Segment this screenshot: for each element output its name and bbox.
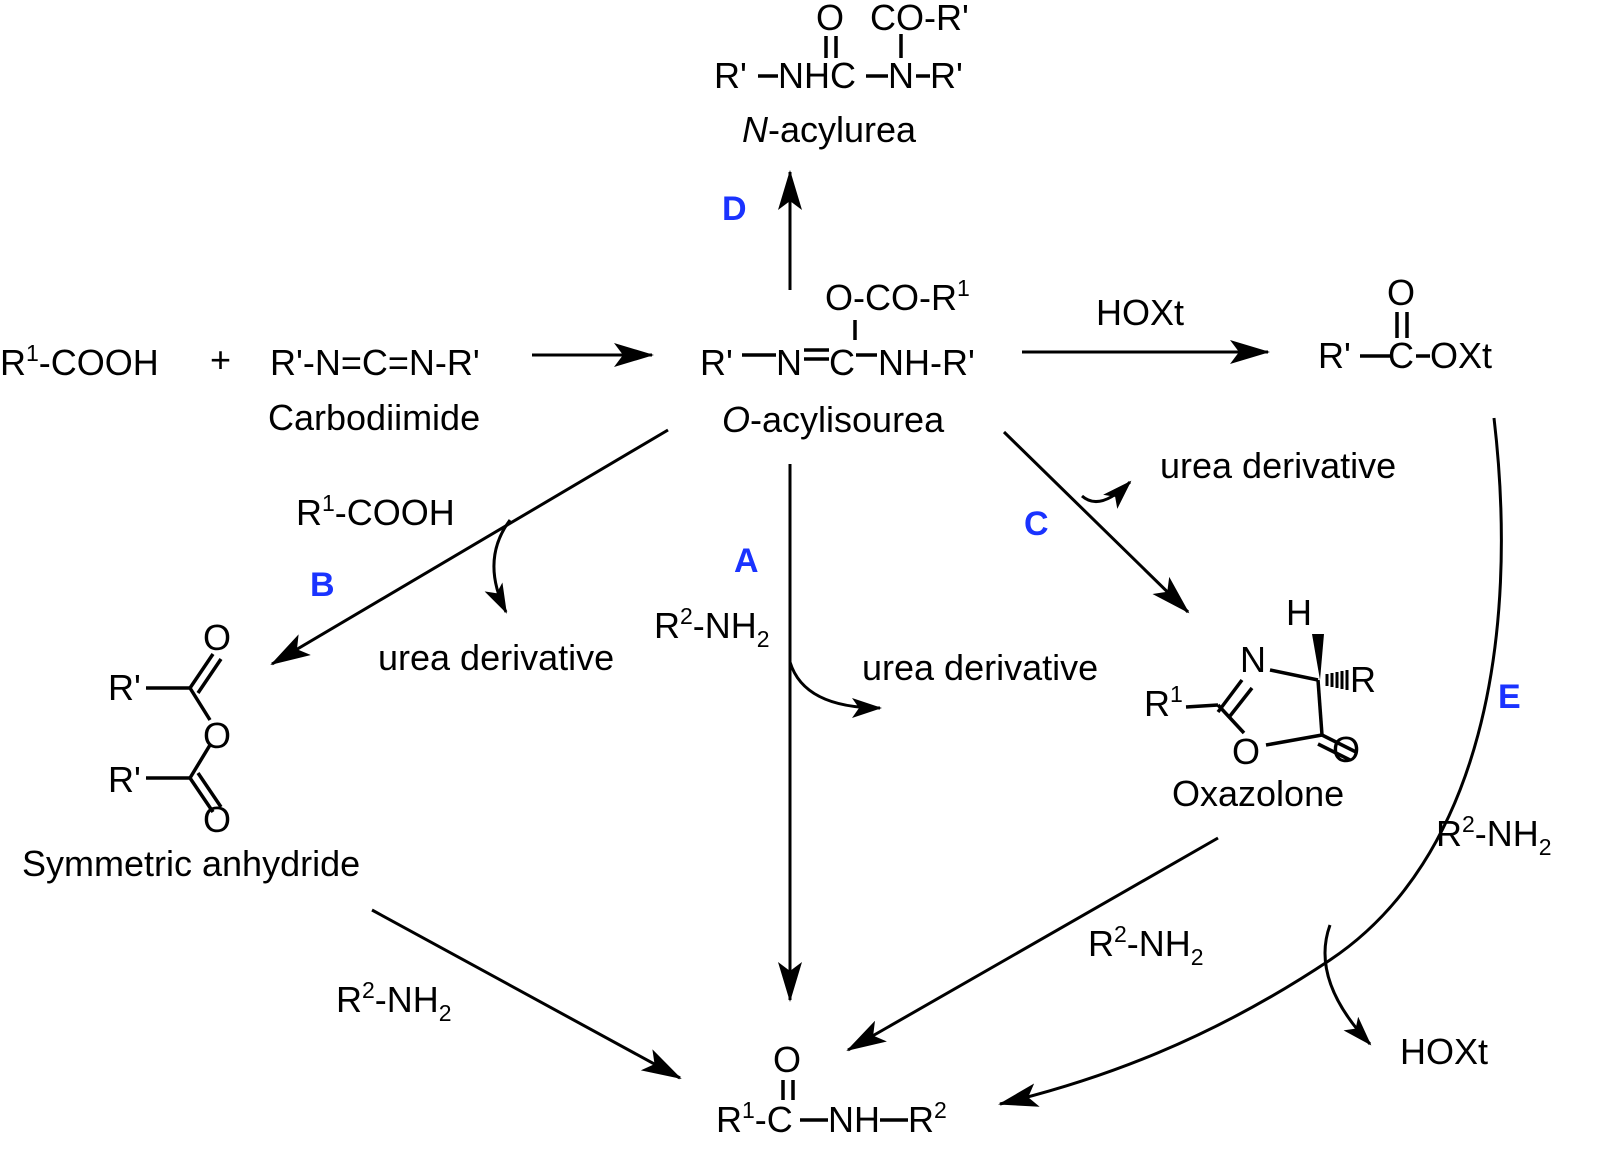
pathway-label-e: E [1498,678,1521,716]
svg-text:NH-R': NH-R' [878,342,975,383]
svg-text:R2: R2 [908,1097,947,1140]
svg-text:NH: NH [828,1099,880,1140]
byproduct-e: HOXt [1400,1031,1488,1072]
byproduct-arrow-c [1081,480,1132,509]
svg-text:C: C [829,342,855,383]
svg-text:O: O [203,617,231,658]
svg-text:O-CO-R1: O-CO-R1 [825,275,970,318]
oxazolone-r1: R1 [1144,681,1183,724]
svg-text:O: O [203,799,231,840]
svg-text:R': R' [108,667,141,708]
svg-text:H: H [1286,592,1312,633]
oxazolone: H R N R1 O O Oxazolone [1144,592,1376,814]
svg-text:O: O [1332,729,1360,770]
o-acylisourea-name: O-acylisourea [722,399,945,440]
svg-text:N: N [776,342,802,383]
svg-text:R': R' [700,342,733,383]
pathway-label-b: B [310,566,335,604]
svg-text:R': R' [108,759,141,800]
byproduct-a: urea derivative [862,647,1098,688]
svg-text:NHC: NHC [778,55,856,96]
reagent-pathway-b: R1-COOH [296,490,455,533]
carbodiimide-formula: R'-N=C=N-R' [270,342,480,383]
amide-product: O R1-C NH R2 [716,1039,947,1140]
reactant-carbodiimide: R'-N=C=N-R' Carbodiimide [268,342,480,438]
svg-text:N: N [888,55,914,96]
svg-text:R: R [1350,659,1376,700]
svg-text:CO-R': CO-R' [870,0,969,38]
reagent-anhydride-amine: R2-NH2 [336,977,452,1026]
arrow-pathway-e [998,417,1503,1107]
oxazolone-name: Oxazolone [1172,773,1344,814]
reagent-hoxt: HOXt [1096,292,1184,333]
svg-text:C: C [1388,335,1414,376]
arrow-pathway-c [1002,430,1190,614]
svg-text:R1-COOH: R1-COOH [0,340,159,383]
svg-text:OXt: OXt [1430,335,1492,376]
reagent-pathway-e: R2-NH2 [1436,811,1552,860]
svg-text:R': R' [930,55,963,96]
byproduct-c: urea derivative [1160,445,1396,486]
svg-text:O: O [816,0,844,38]
svg-text:O: O [1232,731,1260,772]
carbodiimide-name: Carbodiimide [268,397,480,438]
arrow-pathway-b [270,428,669,666]
byproduct-arrow-e [1323,924,1372,1046]
reactant-carboxylic-acid: R1-COOH [0,340,159,383]
amide-formula: R1-C [716,1097,793,1140]
byproduct-arrow-b [484,519,512,614]
byproduct-b: urea derivative [378,637,614,678]
arrow-anhydride-to-amide [371,908,682,1080]
o-acylisourea: O-CO-R1 R' N C NH-R' O-acylisourea [700,275,975,440]
symmetric-anhydride: R' O O R' O Symmetric anhydride [22,617,360,884]
byproduct-arrow-a [788,661,882,718]
plus-sign: + [210,339,231,380]
pathway-label-d: D [722,190,747,228]
arrow-oxazolone-to-amide [846,836,1219,1052]
pathway-label-a: A [734,542,759,580]
anhydride-name: Symmetric anhydride [22,843,360,884]
pathway-label-c: C [1024,505,1049,543]
svg-text:O: O [1387,272,1415,313]
svg-text:O: O [773,1039,801,1080]
svg-text:R': R' [1318,335,1351,376]
n-acylurea: O CO-R' R' NHC N R' N-acylurea [714,0,969,150]
svg-text:N: N [1240,639,1266,680]
active-ester: O R' C OXt [1318,272,1492,376]
reagent-pathway-a: R2-NH2 [654,603,770,652]
svg-text:R': R' [714,55,747,96]
reagent-oxazolone-amine: R2-NH2 [1088,921,1204,970]
n-acylurea-name: N-acylurea [742,109,917,150]
